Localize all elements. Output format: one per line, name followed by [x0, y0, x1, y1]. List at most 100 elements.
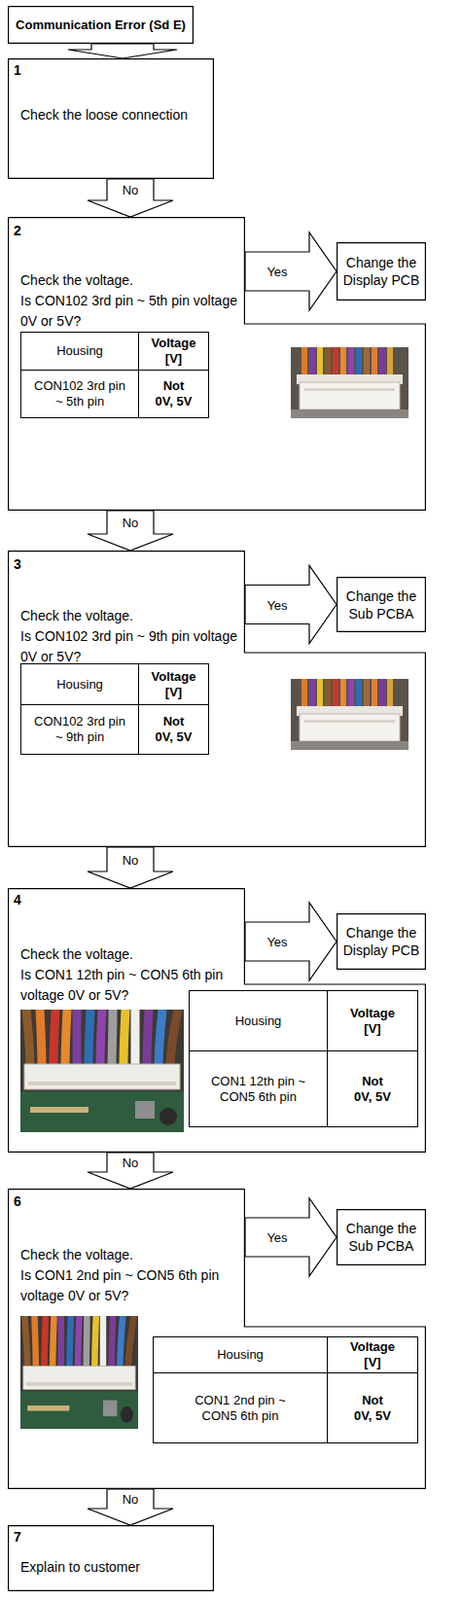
- table-cell: CON1 12th pin ~ CON5 6th pin: [188, 1050, 328, 1128]
- table-cell: Housing: [152, 1336, 328, 1374]
- table-header: Voltage [V]: [146, 669, 201, 701]
- table-cell: CON102 3rd pin ~ 9th pin: [20, 704, 140, 755]
- edge-label: No: [122, 1491, 140, 1507]
- connector-photo: [290, 347, 409, 419]
- edge-label: No: [122, 515, 140, 531]
- table-header: Voltage [V]: [346, 1339, 400, 1371]
- box-border: [337, 1209, 426, 1266]
- table-cell: Not 0V, 5V: [326, 1372, 419, 1444]
- step-text-group: Check the voltage.Is CON1 2nd pin ~ CON5…: [20, 1244, 243, 1307]
- box-outline: [336, 576, 426, 633]
- voltage-value: Not 0V, 5V: [153, 378, 195, 410]
- voltage-value: Not 0V, 5V: [153, 713, 195, 745]
- step-text: Is CON1 2nd pin ~ CON5 6th pin voltage 0…: [20, 1265, 243, 1307]
- board-photo: [20, 1315, 139, 1429]
- edge-label: Yes: [266, 264, 287, 280]
- box-outline: [336, 1208, 426, 1266]
- edge-label: No: [122, 1155, 140, 1171]
- box-border: [337, 914, 426, 970]
- pin-range: CON1 12th pin ~ CON5 6th pin: [200, 1073, 318, 1105]
- table-cell: Voltage [V]: [138, 331, 210, 371]
- action-box: Change the Display PCB: [336, 913, 426, 970]
- action-text: Change the Sub PCBA: [341, 587, 422, 623]
- table-header: Housing: [56, 343, 104, 359]
- box-border: [8, 217, 426, 511]
- step-number: 2: [13, 221, 22, 240]
- table-cell: Housing: [188, 990, 328, 1052]
- box-outline: [336, 242, 426, 301]
- connector-photo: [290, 678, 409, 750]
- pin-range: CON102 3rd pin ~ 9th pin: [31, 713, 129, 745]
- table-cell: Not 0V, 5V: [326, 1050, 419, 1128]
- table-cell: Voltage [V]: [326, 1336, 419, 1374]
- pin-range: CON102 3rd pin ~ 5th pin: [31, 378, 129, 410]
- table-cell: Voltage [V]: [326, 990, 419, 1052]
- title-box: Communication Error (Sd E): [7, 5, 194, 44]
- step-number: 4: [13, 890, 22, 909]
- action-text: Change the Sub PCBA: [341, 1219, 422, 1255]
- step-text-group: Check the voltage.Is CON102 3rd pin ~ 9t…: [20, 605, 243, 668]
- step-number: 6: [13, 1192, 22, 1210]
- box-text-group: Communication Error (Sd E): [7, 5, 194, 44]
- edge-label: No: [122, 182, 140, 198]
- table-cell: CON102 3rd pin ~ 5th pin: [20, 369, 140, 419]
- box-outline: [7, 1524, 214, 1592]
- box-border: [8, 6, 194, 44]
- process-box: 1Check the loose connection: [7, 58, 214, 179]
- table-header: Voltage [V]: [146, 335, 201, 367]
- voltage-value: Not 0V, 5V: [352, 1392, 393, 1424]
- step-text: Check the voltage.: [20, 1244, 243, 1266]
- edge-label: Yes: [266, 597, 287, 612]
- box-outline: [336, 913, 426, 970]
- box-border: [337, 577, 426, 633]
- action-box: Change the Sub PCBA: [336, 576, 426, 633]
- table-header: Housing: [216, 1347, 264, 1363]
- table-header: Voltage [V]: [346, 1005, 400, 1037]
- table-cell: Housing: [20, 663, 140, 706]
- step-text: Check the voltage.: [20, 944, 243, 965]
- voltage-value: Not 0V, 5V: [352, 1073, 393, 1105]
- block-arrow: [245, 1198, 337, 1277]
- edge-label: No: [122, 851, 140, 867]
- table-cell: Voltage [V]: [138, 663, 210, 706]
- process-box: 7Explain to customer: [7, 1524, 214, 1592]
- box-text-group: Change the Sub PCBA: [336, 576, 426, 633]
- step-text: Explain to customer: [20, 1557, 243, 1578]
- board-photo: [20, 1009, 184, 1133]
- action-text: Change the Display PCB: [341, 923, 422, 959]
- step-text: Check the voltage.: [20, 270, 243, 291]
- box-text-group: Change the Display PCB: [336, 242, 426, 301]
- step-text: Check the loose connection: [20, 105, 243, 126]
- title-text: Communication Error (Sd E): [15, 16, 186, 35]
- block-arrow: [245, 232, 337, 311]
- step-text: Is CON102 3rd pin ~ 5th pin voltage 0V o…: [20, 290, 243, 332]
- pin-range: CON1 2nd pin ~ CON5 6th pin: [181, 1392, 299, 1424]
- table-cell: Housing: [20, 331, 140, 371]
- step-text-group: Check the loose connection: [20, 105, 243, 126]
- box-border: [337, 243, 426, 301]
- step-text-group: Check the voltage.Is CON102 3rd pin ~ 5t…: [20, 270, 243, 332]
- step-text: Is CON102 3rd pin ~ 9th pin voltage 0V o…: [20, 626, 243, 668]
- block-arrow: [87, 1489, 174, 1525]
- block-arrow: [87, 178, 174, 217]
- step-number: 7: [13, 1527, 22, 1546]
- box-text-group: Change the Sub PCBA: [336, 1208, 426, 1266]
- table-header: Housing: [56, 676, 104, 693]
- box-border: [8, 551, 426, 848]
- box-border: [8, 1525, 214, 1592]
- block-arrow: [68, 43, 178, 59]
- block-arrow: [87, 510, 174, 551]
- box-text-group: Change the Display PCB: [336, 913, 426, 970]
- table-cell: Not 0V, 5V: [138, 369, 210, 419]
- box-border: [8, 1189, 426, 1490]
- action-box: Change the Display PCB: [336, 242, 426, 301]
- table-cell: CON1 2nd pin ~ CON5 6th pin: [152, 1372, 328, 1444]
- block-arrow: [245, 902, 337, 981]
- step-text-group: Explain to customer: [20, 1557, 243, 1578]
- edge-label: Yes: [266, 934, 287, 950]
- block-arrow: [245, 566, 337, 644]
- table-header: Housing: [235, 1013, 283, 1029]
- box-border: [8, 888, 426, 1153]
- block-arrow: [87, 847, 174, 888]
